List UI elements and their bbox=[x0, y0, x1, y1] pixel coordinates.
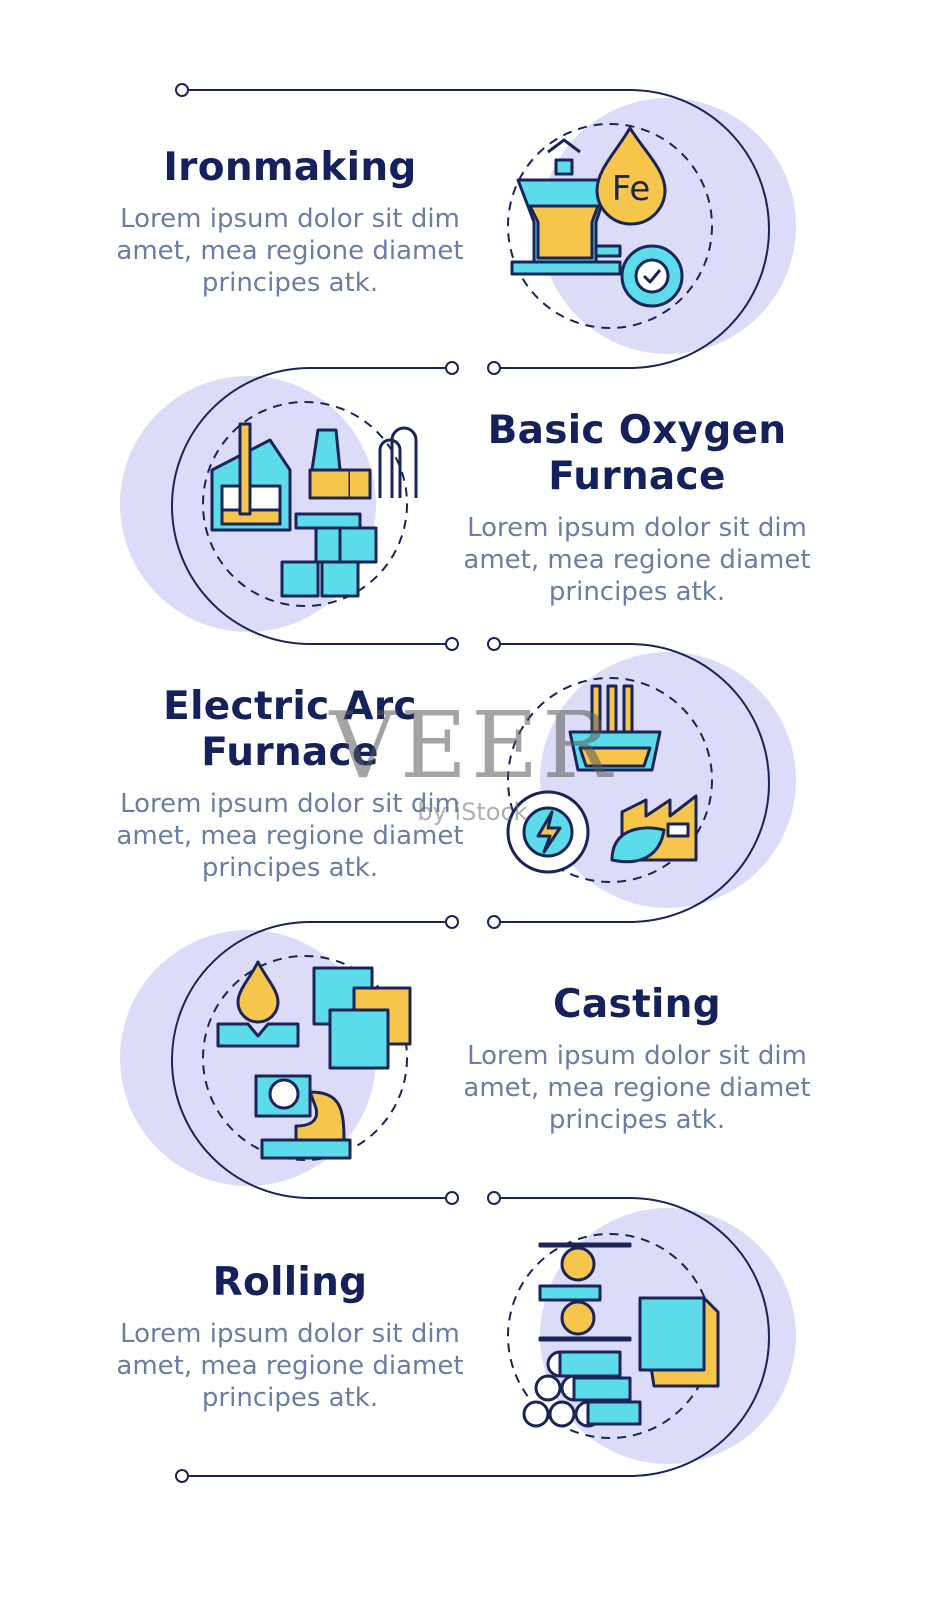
step-casting: Casting Lorem ipsum dolor sit dim amet, … bbox=[437, 982, 837, 1136]
background-circle bbox=[540, 652, 796, 908]
connector-dot bbox=[445, 915, 459, 929]
gear-lightning-icon bbox=[506, 790, 590, 874]
oxygen-furnace-icon bbox=[210, 422, 418, 598]
blast-furnace-icon: Fe bbox=[510, 126, 684, 308]
connector-dot bbox=[487, 361, 501, 375]
dashed-ring bbox=[507, 677, 713, 883]
step-title: Ironmaking bbox=[163, 145, 417, 190]
connector-line bbox=[171, 89, 770, 1477]
dashed-ring bbox=[202, 955, 408, 1161]
connector-dots bbox=[175, 83, 501, 1483]
iron-symbol: Fe bbox=[612, 169, 651, 209]
step-description: Lorem ipsum dolor sit dim amet, mea regi… bbox=[116, 204, 464, 298]
step-title: Casting bbox=[553, 982, 721, 1027]
step-ironmaking: Ironmaking Lorem ipsum dolor sit dim ame… bbox=[90, 145, 490, 299]
dashed-ring bbox=[202, 401, 408, 607]
connector-dot bbox=[487, 915, 501, 929]
gear-check-icon bbox=[620, 244, 684, 308]
step-electric-arc-furnace: Electric Arc Furnace Lorem ipsum dolor s… bbox=[90, 684, 490, 884]
step-title: Basic Oxygen Furnace bbox=[487, 408, 787, 499]
connector-dot bbox=[445, 361, 459, 375]
step-title: Rolling bbox=[212, 1260, 368, 1305]
step-basic-oxygen-furnace: Basic Oxygen Furnace Lorem ipsum dolor s… bbox=[437, 408, 837, 608]
connector-dot bbox=[175, 83, 189, 97]
rolling-mill-icon bbox=[522, 1242, 720, 1428]
step-description: Lorem ipsum dolor sit dim amet, mea regi… bbox=[116, 789, 464, 883]
casting-icon bbox=[216, 960, 412, 1160]
electric-arc-furnace-icon bbox=[506, 684, 698, 874]
dashed-ring bbox=[507, 123, 713, 329]
background-circle bbox=[540, 98, 796, 354]
step-title: Electric Arc Furnace bbox=[163, 684, 417, 775]
pipe-stack-icon bbox=[522, 1350, 642, 1428]
connector-dot bbox=[487, 637, 501, 651]
connector-dot bbox=[487, 1191, 501, 1205]
step-rolling: Rolling Lorem ipsum dolor sit dim amet, … bbox=[90, 1260, 490, 1414]
connector-dot bbox=[445, 1191, 459, 1205]
connector-dot bbox=[175, 1469, 189, 1483]
step-description: Lorem ipsum dolor sit dim amet, mea regi… bbox=[116, 1319, 464, 1413]
step-description: Lorem ipsum dolor sit dim amet, mea regi… bbox=[463, 1041, 811, 1135]
connector-dot bbox=[445, 637, 459, 651]
step-description: Lorem ipsum dolor sit dim amet, mea regi… bbox=[463, 513, 811, 607]
